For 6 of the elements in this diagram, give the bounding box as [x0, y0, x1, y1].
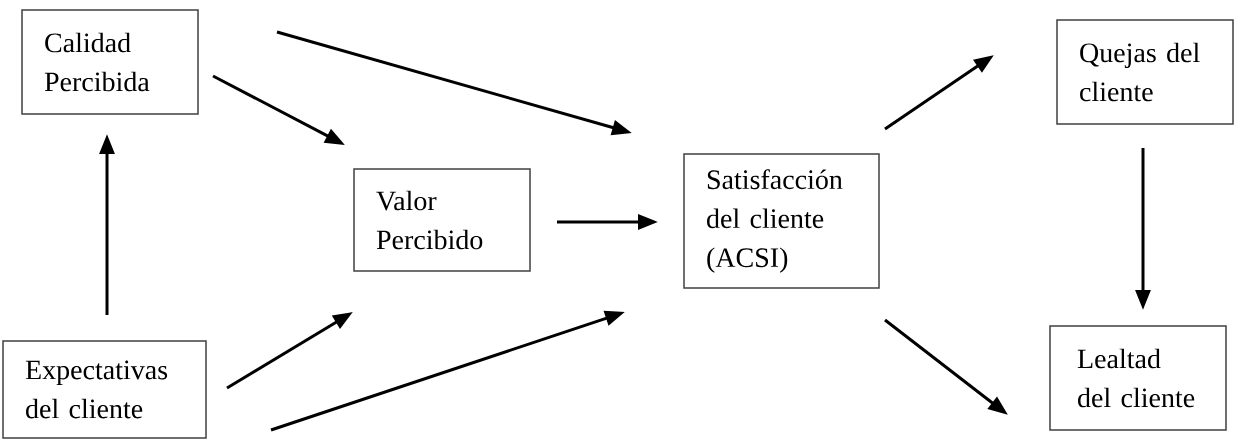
- concept-box: Quejas del cliente: [1056, 19, 1234, 125]
- concept-box: Expectativas del cliente: [2, 340, 207, 439]
- concept-box: Calidad Percibida: [21, 9, 199, 115]
- concept-box: Valor Percibido: [353, 168, 531, 272]
- concept-box: Satisfacción del cliente (ACSI): [683, 153, 880, 289]
- concept-box: Lealtad del cliente: [1049, 325, 1227, 431]
